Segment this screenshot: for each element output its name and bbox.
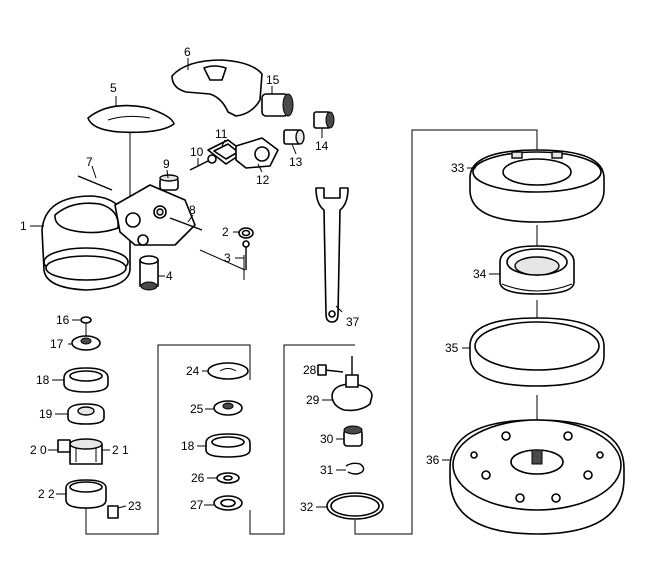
part-throttle-lever	[171, 59, 263, 117]
part-screw-28	[317, 364, 344, 376]
part-wrench	[315, 187, 349, 323]
callout-18-middle: 18	[181, 439, 195, 453]
connector-lines	[85, 120, 538, 535]
callout-4: 4	[166, 269, 173, 283]
part-o-ring	[238, 227, 254, 239]
callout-35: 35	[445, 341, 459, 355]
part-shroud-ring	[326, 492, 384, 520]
callout-7: 7	[86, 155, 93, 169]
part-spindle-housing	[65, 479, 107, 509]
callout-1: 1	[20, 219, 27, 233]
part-inlet-nut	[313, 111, 335, 129]
callout-3: 3	[224, 251, 231, 265]
part-washer-16	[80, 316, 92, 324]
callout-33: 33	[451, 161, 465, 175]
part-throttle-cover	[87, 104, 175, 134]
part-pin-8	[169, 217, 203, 231]
part-disc-24	[207, 362, 249, 380]
part-seal-18-middle	[205, 433, 251, 458]
callout-5: 5	[110, 81, 117, 95]
callout-19: 19	[39, 407, 53, 421]
part-gasket	[207, 139, 245, 165]
part-inlet-bushing	[283, 129, 305, 145]
callout-30: 30	[320, 432, 334, 446]
part-exhaust-fitting	[139, 255, 159, 291]
callout-13: 13	[289, 155, 303, 169]
part-bushing-9	[159, 174, 179, 191]
part-muffler	[261, 93, 294, 117]
part-pin-7	[77, 175, 113, 191]
callout-15: 15	[266, 73, 280, 87]
callout-20: 2 0	[30, 443, 47, 457]
part-bearing-30	[343, 425, 363, 447]
callout-23: 23	[128, 499, 142, 513]
part-counterweight	[57, 438, 103, 465]
part-clip-23	[107, 505, 119, 519]
part-valve-stem	[189, 154, 217, 171]
part-seal-18-left	[63, 367, 109, 393]
callout-21: 2 1	[112, 443, 129, 457]
callout-14: 14	[315, 139, 329, 153]
part-valve-pin	[242, 240, 250, 270]
callout-32: 32	[300, 500, 314, 514]
callout-28: 28	[303, 363, 317, 377]
callout-31: 31	[320, 463, 334, 477]
part-inlet-plate	[235, 137, 279, 169]
callout-16: 16	[56, 313, 70, 327]
callout-34: 34	[473, 267, 487, 281]
leader-lines	[30, 58, 500, 509]
callout-25: 25	[190, 402, 204, 416]
part-bearing-19	[67, 403, 105, 425]
callout-37: 37	[346, 315, 360, 329]
callout-11: 11	[215, 127, 228, 141]
callout-22: 2 2	[38, 487, 55, 501]
part-bearing-25	[213, 400, 243, 416]
callout-36: 36	[426, 453, 440, 467]
part-bearing-holder	[499, 245, 575, 295]
callout-8: 8	[189, 203, 196, 217]
part-crankshaft	[331, 356, 373, 412]
callout-27: 27	[190, 498, 204, 512]
callout-26: 26	[191, 471, 205, 485]
callout-12: 12	[256, 173, 270, 187]
part-retaining-ring	[345, 462, 365, 475]
part-skirt-35	[469, 317, 605, 387]
part-washer-26	[216, 472, 240, 484]
callout-17: 17	[50, 337, 64, 351]
callout-24: 24	[186, 364, 200, 378]
callout-9: 9	[163, 157, 170, 171]
callout-18-left: 18	[36, 373, 50, 387]
callout-10: 10	[190, 145, 204, 159]
part-bearing-17	[71, 335, 101, 351]
callout-6: 6	[184, 45, 191, 59]
callout-labels: 1 2 3 4 5 6 7 8 9 10 11 12 13 14 15 16 1…	[20, 45, 487, 514]
part-shroud-33	[469, 149, 605, 223]
part-housing	[41, 184, 196, 291]
callout-2: 2	[222, 225, 229, 239]
part-washer-27	[213, 495, 243, 511]
callout-29: 29	[306, 393, 320, 407]
part-sanding-pad	[449, 419, 625, 535]
